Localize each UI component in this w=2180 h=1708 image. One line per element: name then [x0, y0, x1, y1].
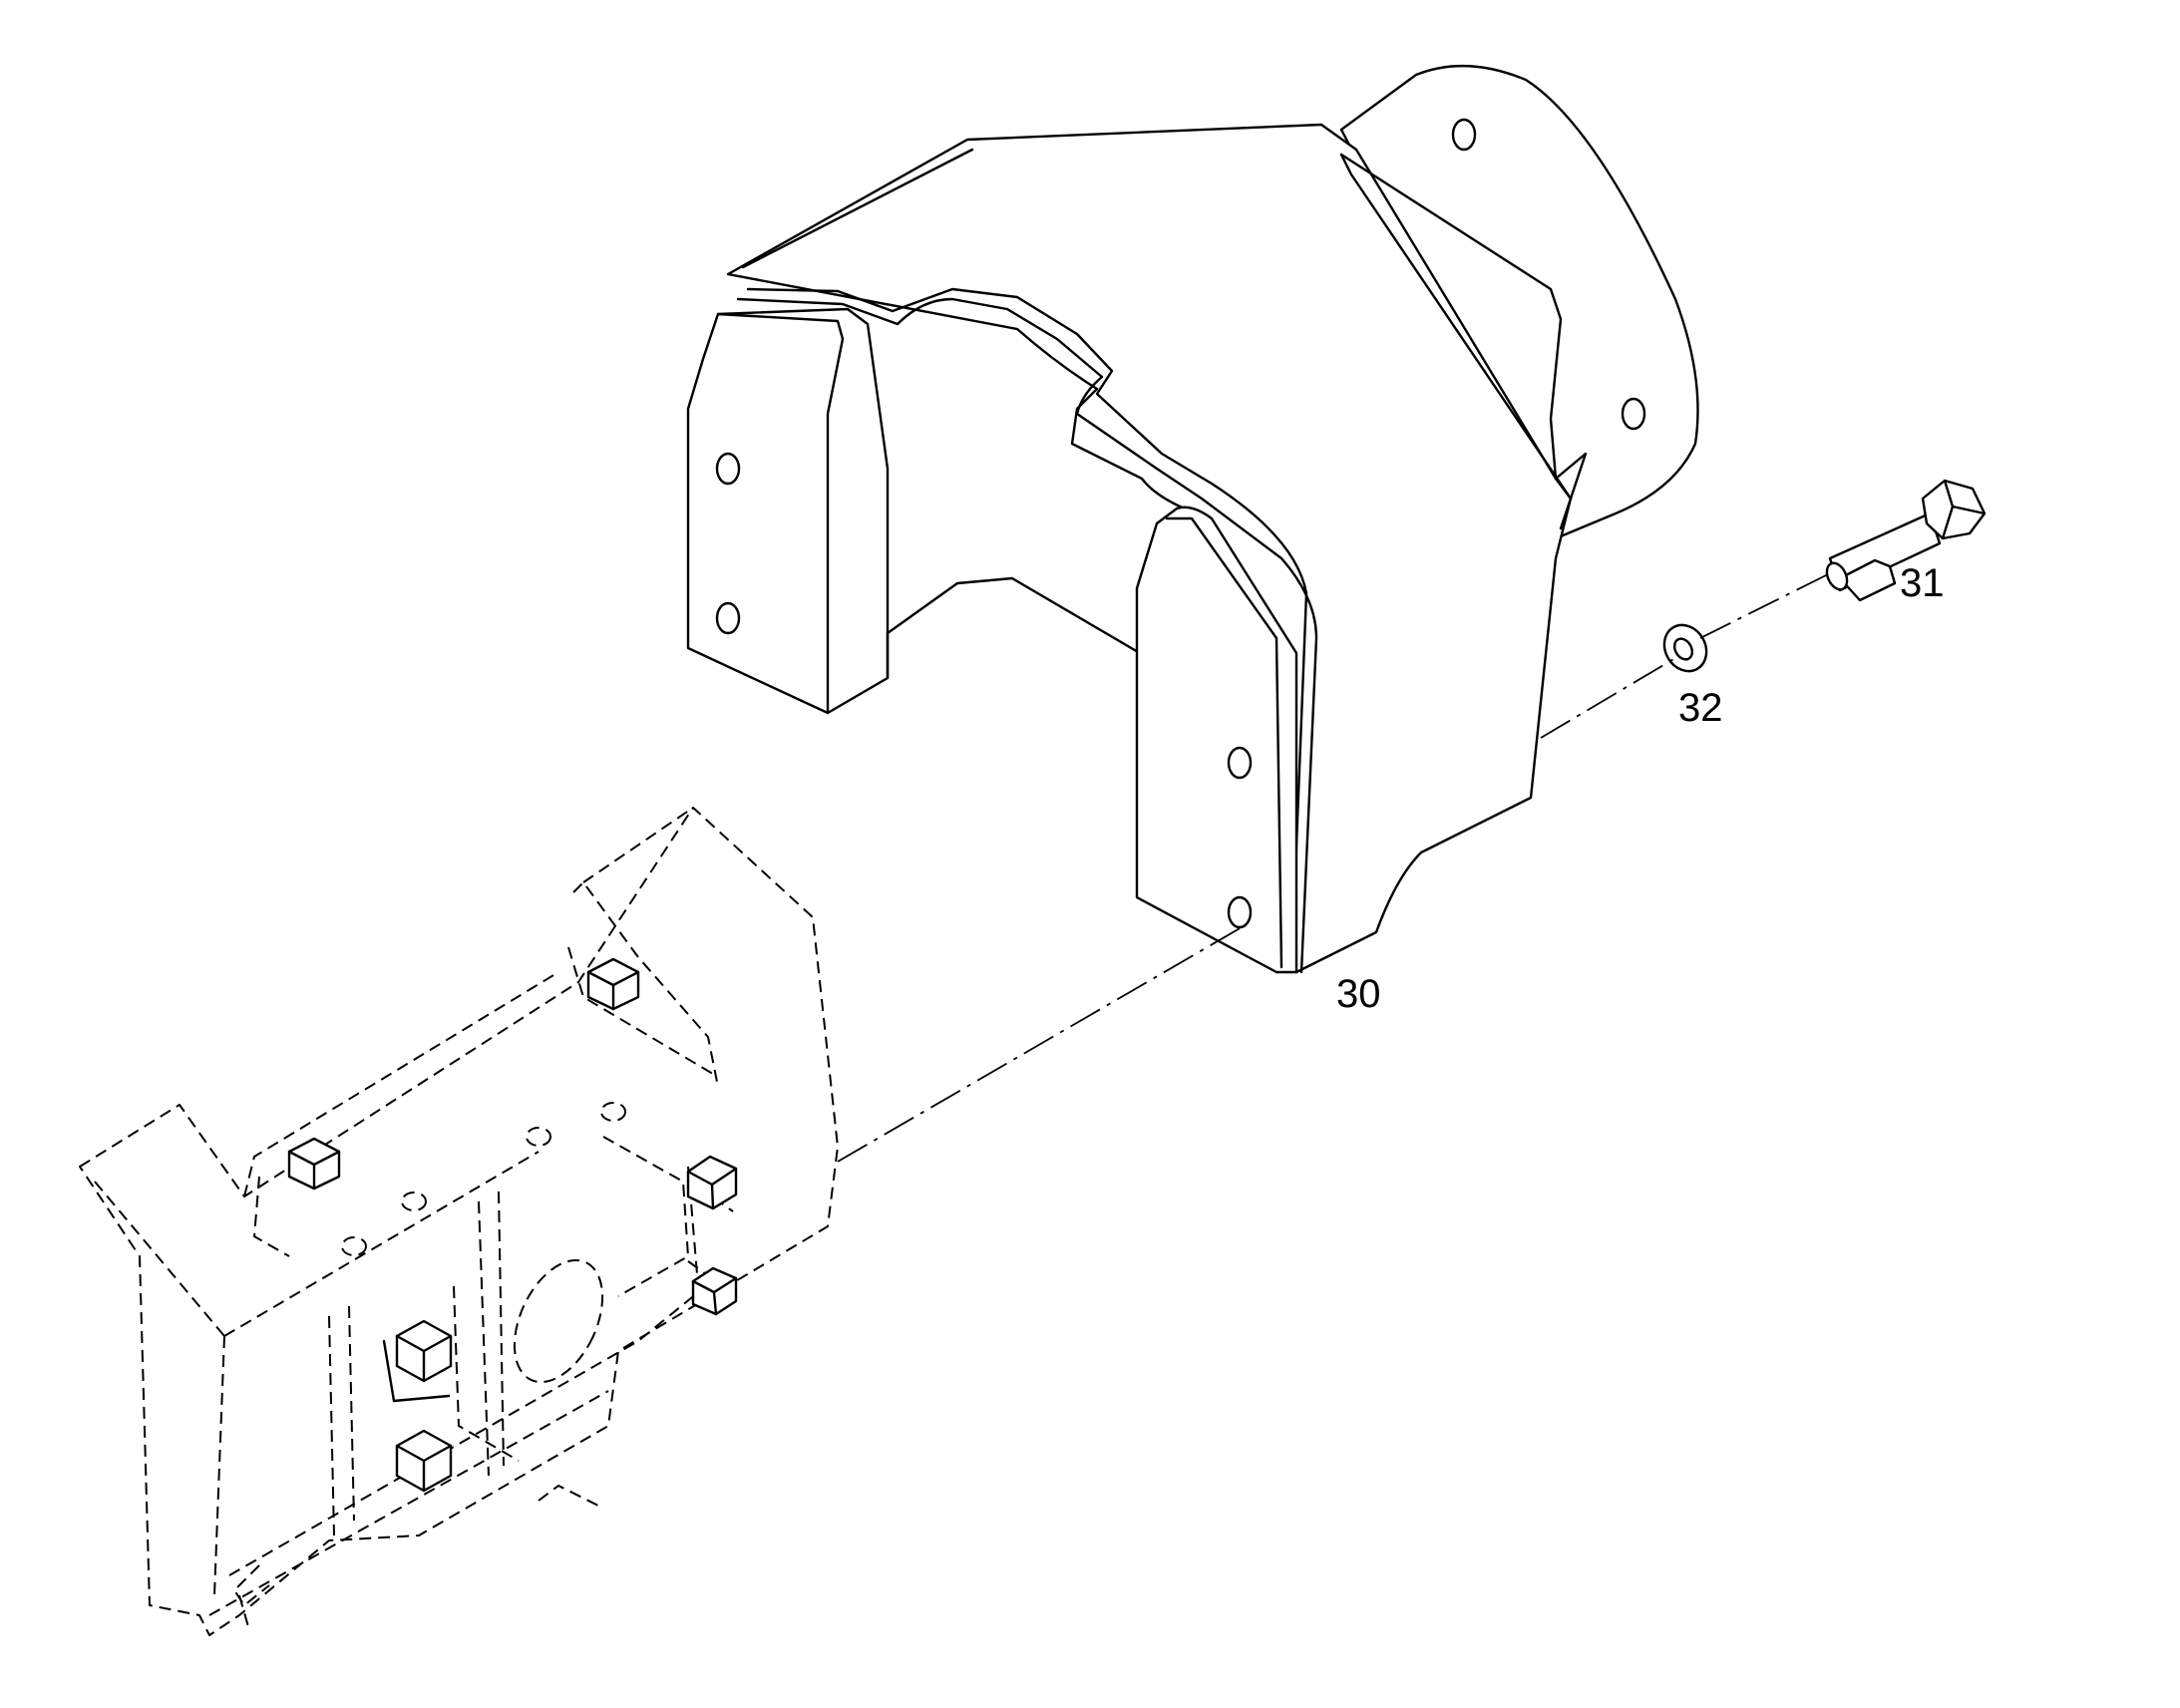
callout-30: 30: [1336, 972, 1381, 1016]
base-bolt-5: [382, 1319, 453, 1403]
base-bolt-6: [395, 1429, 453, 1493]
base-bolt-4: [691, 1266, 738, 1316]
base-bolts: [287, 957, 738, 1493]
base-bolt-1: [586, 957, 640, 1011]
callout-31: 31: [1900, 561, 1945, 605]
base-bolt-3: [686, 1155, 738, 1210]
callout-32: 32: [1678, 686, 1723, 730]
washer-part-32: [1662, 623, 1708, 673]
base-bolt-2: [287, 1137, 341, 1191]
hex-bolt-part-31: [1825, 479, 1987, 602]
bracket-housing-part-30: [686, 64, 1699, 974]
mounting-base-phantom: [79, 807, 839, 1636]
assembly-centerlines: [837, 572, 1831, 1163]
callout-labels: 30 31 32: [1336, 561, 1945, 1016]
